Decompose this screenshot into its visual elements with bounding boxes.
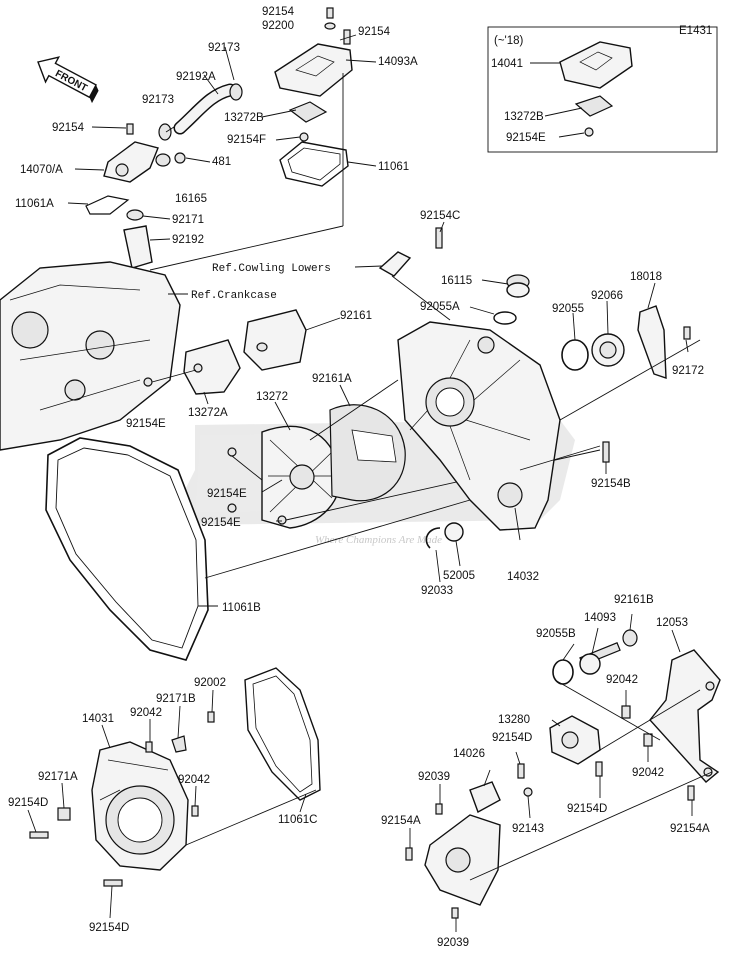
part-label: 13272A [188, 407, 228, 419]
part-label: 14026 [453, 748, 485, 760]
ref-cowling-lowers: Ref.Cowling Lowers [212, 263, 331, 275]
part-label: 92161A [312, 373, 352, 385]
part-label: 16115 [441, 275, 472, 287]
part-label: 92042 [178, 774, 210, 786]
part-label: 92154F [227, 134, 266, 146]
part-label: 11061B [222, 602, 261, 614]
middle-covers [143, 309, 341, 405]
part-labels: 92154 92200 92154 92173 14093A 92192A 92… [8, 6, 710, 949]
generator-cover-assembly [27, 667, 321, 919]
part-label: 92055A [420, 301, 460, 313]
part-label: 14093 [584, 612, 616, 624]
part-label: 92033 [421, 585, 453, 597]
front-arrow-icon: FRONT [37, 56, 99, 104]
part-label: 92171A [38, 771, 78, 783]
part-label: 92154C [420, 210, 460, 222]
part-label: 14093A [378, 56, 418, 68]
crankcase-cover-14032 [309, 221, 701, 583]
part-label: 18018 [630, 271, 662, 283]
part-label: 92055 [552, 303, 584, 315]
part-label: 92039 [418, 771, 450, 783]
part-label: 92154E [506, 132, 546, 144]
part-label: 92154B [591, 478, 631, 490]
inset-label: (~'18) [494, 35, 524, 47]
crankcase-ref [0, 261, 188, 451]
diagram-code: E1431 [679, 25, 712, 37]
part-label: 92154 [262, 6, 295, 18]
part-label: 13272 [256, 391, 288, 403]
ref-crankcase: Ref.Crankcase [191, 290, 277, 302]
part-label: 13280 [498, 714, 530, 726]
part-label: 92154D [8, 797, 48, 809]
part-label: 92055B [536, 628, 576, 640]
part-label: 16165 [175, 193, 207, 205]
gasket-11061B [45, 437, 471, 661]
part-label: 92042 [606, 674, 638, 686]
part-label: 92143 [512, 823, 544, 835]
part-label: 92154A [670, 823, 710, 835]
part-label: 92173 [208, 42, 240, 54]
part-label: 92039 [437, 937, 469, 949]
watermark-text: Where Champions Are Made [315, 534, 442, 546]
part-label: 92161B [614, 594, 654, 606]
part-label: 92172 [672, 365, 704, 377]
part-label: 481 [212, 156, 231, 168]
part-label: 92066 [591, 290, 623, 302]
part-label: 14041 [491, 58, 523, 70]
part-label: 14032 [507, 571, 539, 583]
part-label: 12053 [656, 617, 688, 629]
part-label: 92161 [340, 310, 372, 322]
part-label: 92042 [130, 707, 162, 719]
part-label: 13272B [504, 111, 544, 123]
part-label: 92042 [632, 767, 664, 779]
part-label: 92154D [567, 803, 607, 815]
part-label: 92154D [492, 732, 532, 744]
part-label: 92154 [358, 26, 391, 38]
part-label: 92002 [194, 677, 226, 689]
part-label: 92192 [172, 234, 204, 246]
part-label: 52005 [443, 570, 475, 582]
part-label: 14070/A [20, 164, 63, 176]
part-label: 92154D [89, 922, 129, 934]
part-label: 11061C [278, 814, 317, 826]
part-label: 92154E [126, 418, 166, 430]
part-label: 92171B [156, 693, 196, 705]
part-label: 92173 [142, 94, 174, 106]
part-label: 13272B [224, 112, 264, 124]
part-label: 11061 [378, 161, 409, 173]
part-label: 92154E [207, 488, 247, 500]
part-label: 14031 [82, 713, 114, 725]
inset-box: (~'18) [487, 26, 718, 153]
part-label: 92154A [381, 815, 421, 827]
part-label: 92154E [201, 517, 241, 529]
top-assembly [67, 7, 377, 271]
part-label: 92200 [262, 20, 294, 32]
part-label: 92171 [172, 214, 204, 226]
part-label: 92192A [176, 71, 216, 83]
part-label: 11061A [15, 198, 54, 210]
part-label: 92154 [52, 122, 85, 134]
water-pump-assembly [405, 613, 721, 932]
